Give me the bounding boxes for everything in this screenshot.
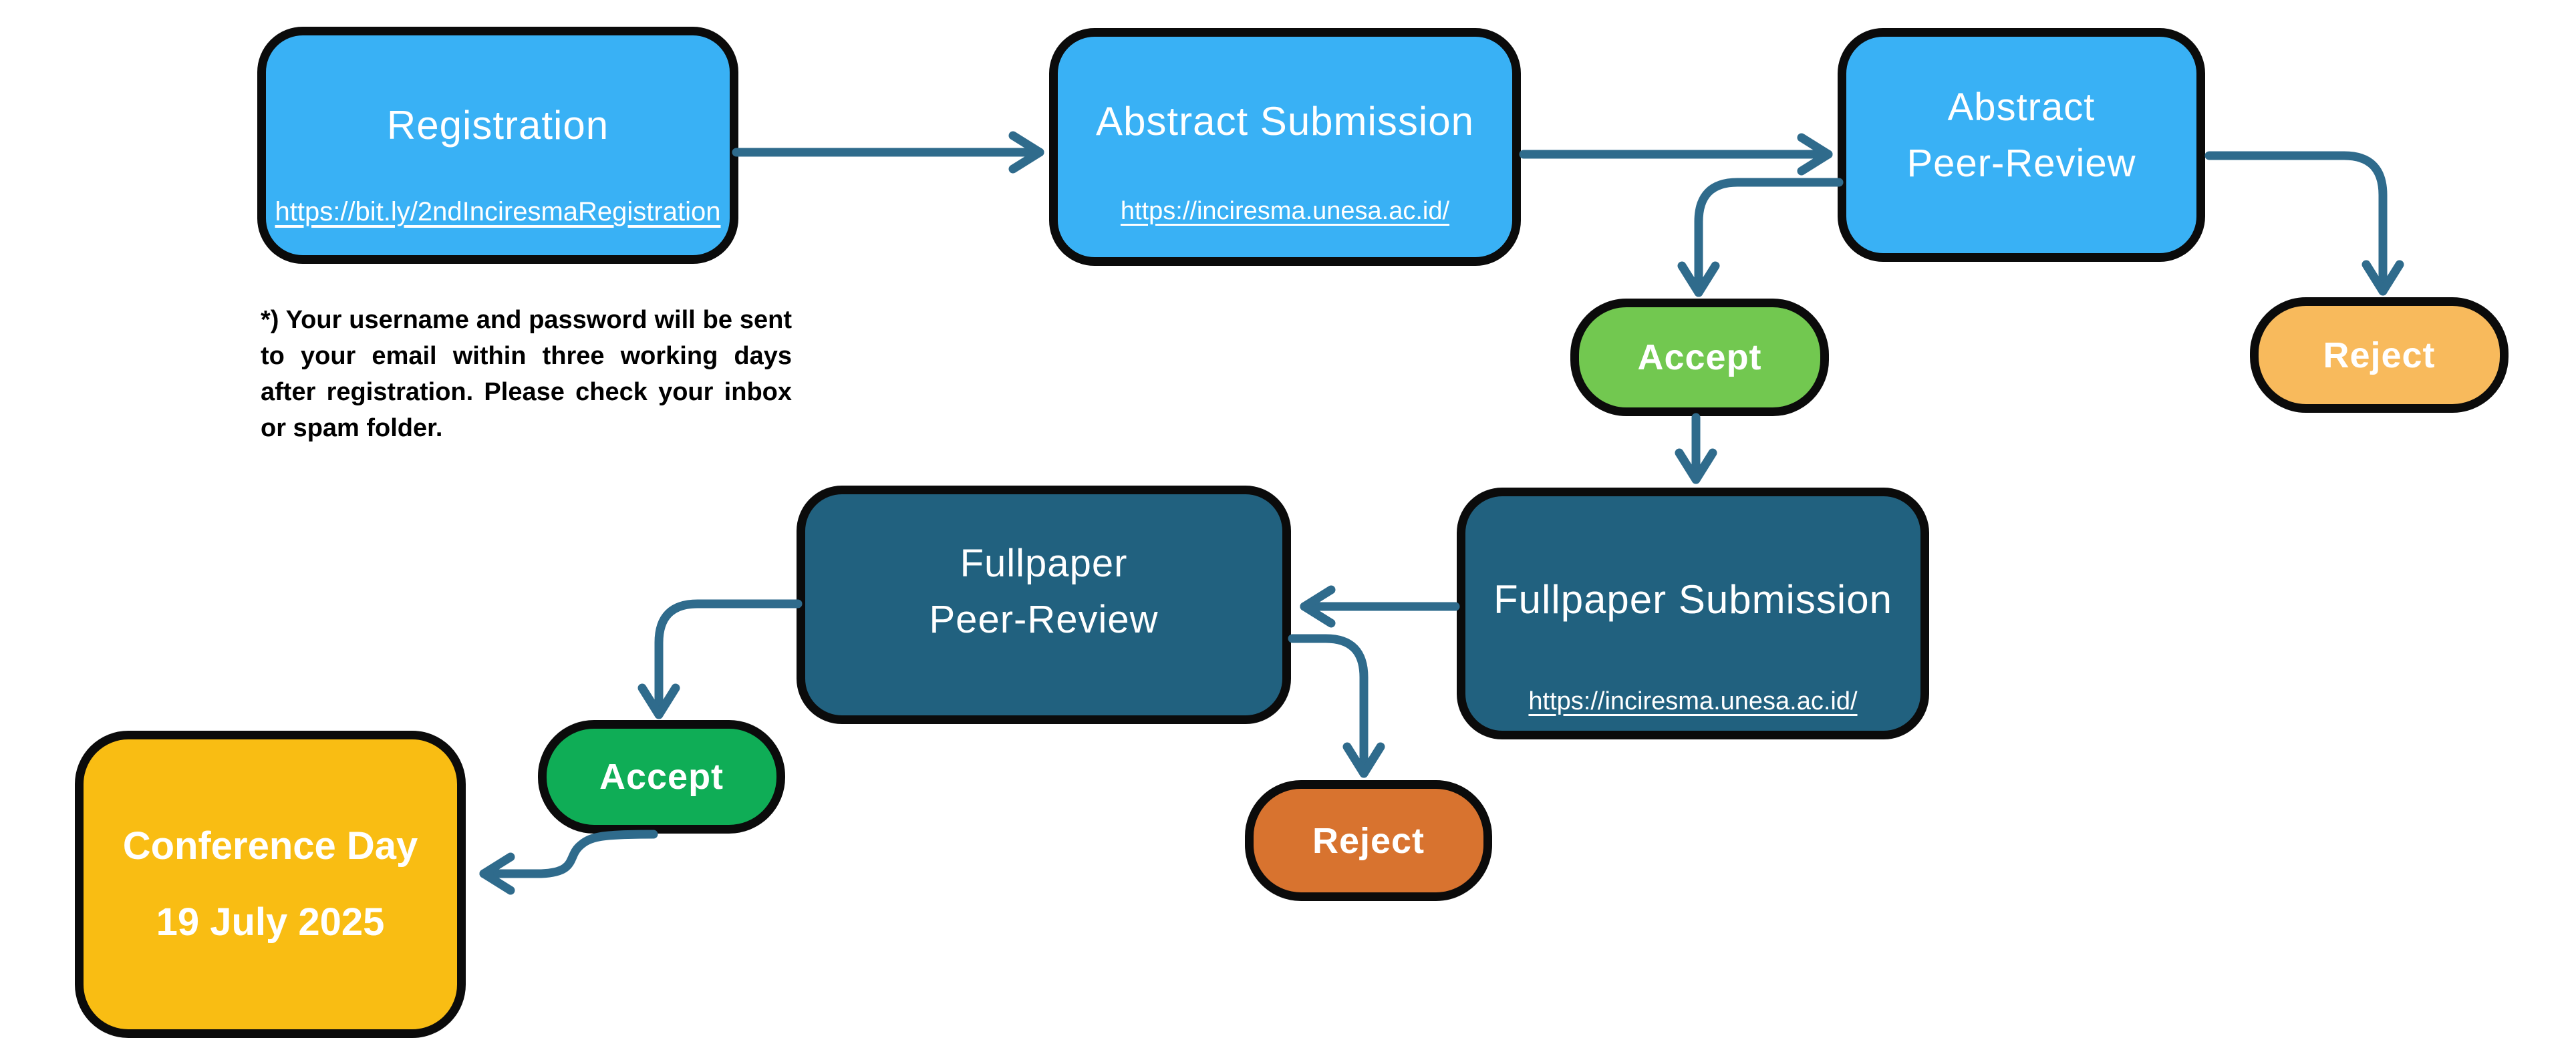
node-fullpaper-peer-review: Fullpaper Peer-Review <box>797 486 1291 724</box>
abstract-peer-review-line1: Abstract <box>1947 85 2096 129</box>
node-abstract-reject: Reject <box>2250 297 2509 413</box>
abstract-submission-url-link[interactable]: https://inciresma.unesa.ac.id/ <box>1120 197 1450 225</box>
fullpaper-reject-label: Reject <box>1312 820 1425 861</box>
fullpaper-peer-review-line1: Fullpaper <box>960 542 1128 585</box>
node-abstract-accept: Accept <box>1570 299 1829 416</box>
conference-day-text: Conference Day 19 July 2025 <box>84 739 457 1029</box>
node-fullpaper-accept: Accept <box>538 720 785 834</box>
arrow-fullpaper-peer-review-to-reject <box>1288 634 1385 778</box>
node-fullpaper-submission-title: Fullpaper Submission <box>1493 577 1892 622</box>
registration-footnote: *) Your username and password will be se… <box>261 306 792 442</box>
registration-url-link[interactable]: https://bit.ly/2ndInciresmaRegistration <box>275 197 721 226</box>
fullpaper-peer-review-line2: Peer-Review <box>929 598 1159 641</box>
conference-day-line2: 19 July 2025 <box>156 900 385 944</box>
node-abstract-submission-title: Abstract Submission <box>1096 99 1474 144</box>
arrow-accept-to-conference-day <box>479 830 658 895</box>
node-registration: Registration https://bit.ly/2ndInciresma… <box>257 27 738 264</box>
node-fullpaper-peer-review-title: Fullpaper Peer-Review <box>805 536 1282 648</box>
conference-day-line1: Conference Day <box>122 824 418 868</box>
fullpaper-submission-url-link[interactable]: https://inciresma.unesa.ac.id/ <box>1528 687 1858 715</box>
node-abstract-peer-review: Abstract Peer-Review <box>1838 28 2205 262</box>
node-abstract-peer-review-title: Abstract Peer-Review <box>1846 79 2196 192</box>
abstract-peer-review-line2: Peer-Review <box>1906 142 2136 185</box>
arrow-fullpaper-peer-review-to-accept <box>637 599 803 719</box>
abstract-reject-label: Reject <box>2323 335 2436 375</box>
fullpaper-accept-label: Accept <box>599 757 724 797</box>
node-abstract-submission: Abstract Submission https://inciresma.un… <box>1049 28 1521 266</box>
node-conference-day: Conference Day 19 July 2025 <box>75 731 466 1038</box>
arrow-abstract-peer-review-to-accept <box>1677 178 1844 297</box>
node-registration-title: Registration <box>386 103 609 148</box>
node-fullpaper-reject: Reject <box>1245 780 1492 901</box>
abstract-accept-label: Accept <box>1637 337 1762 377</box>
arrow-abstract-peer-review-to-reject <box>2204 151 2404 296</box>
node-fullpaper-submission: Fullpaper Submission https://inciresma.u… <box>1457 488 1929 739</box>
